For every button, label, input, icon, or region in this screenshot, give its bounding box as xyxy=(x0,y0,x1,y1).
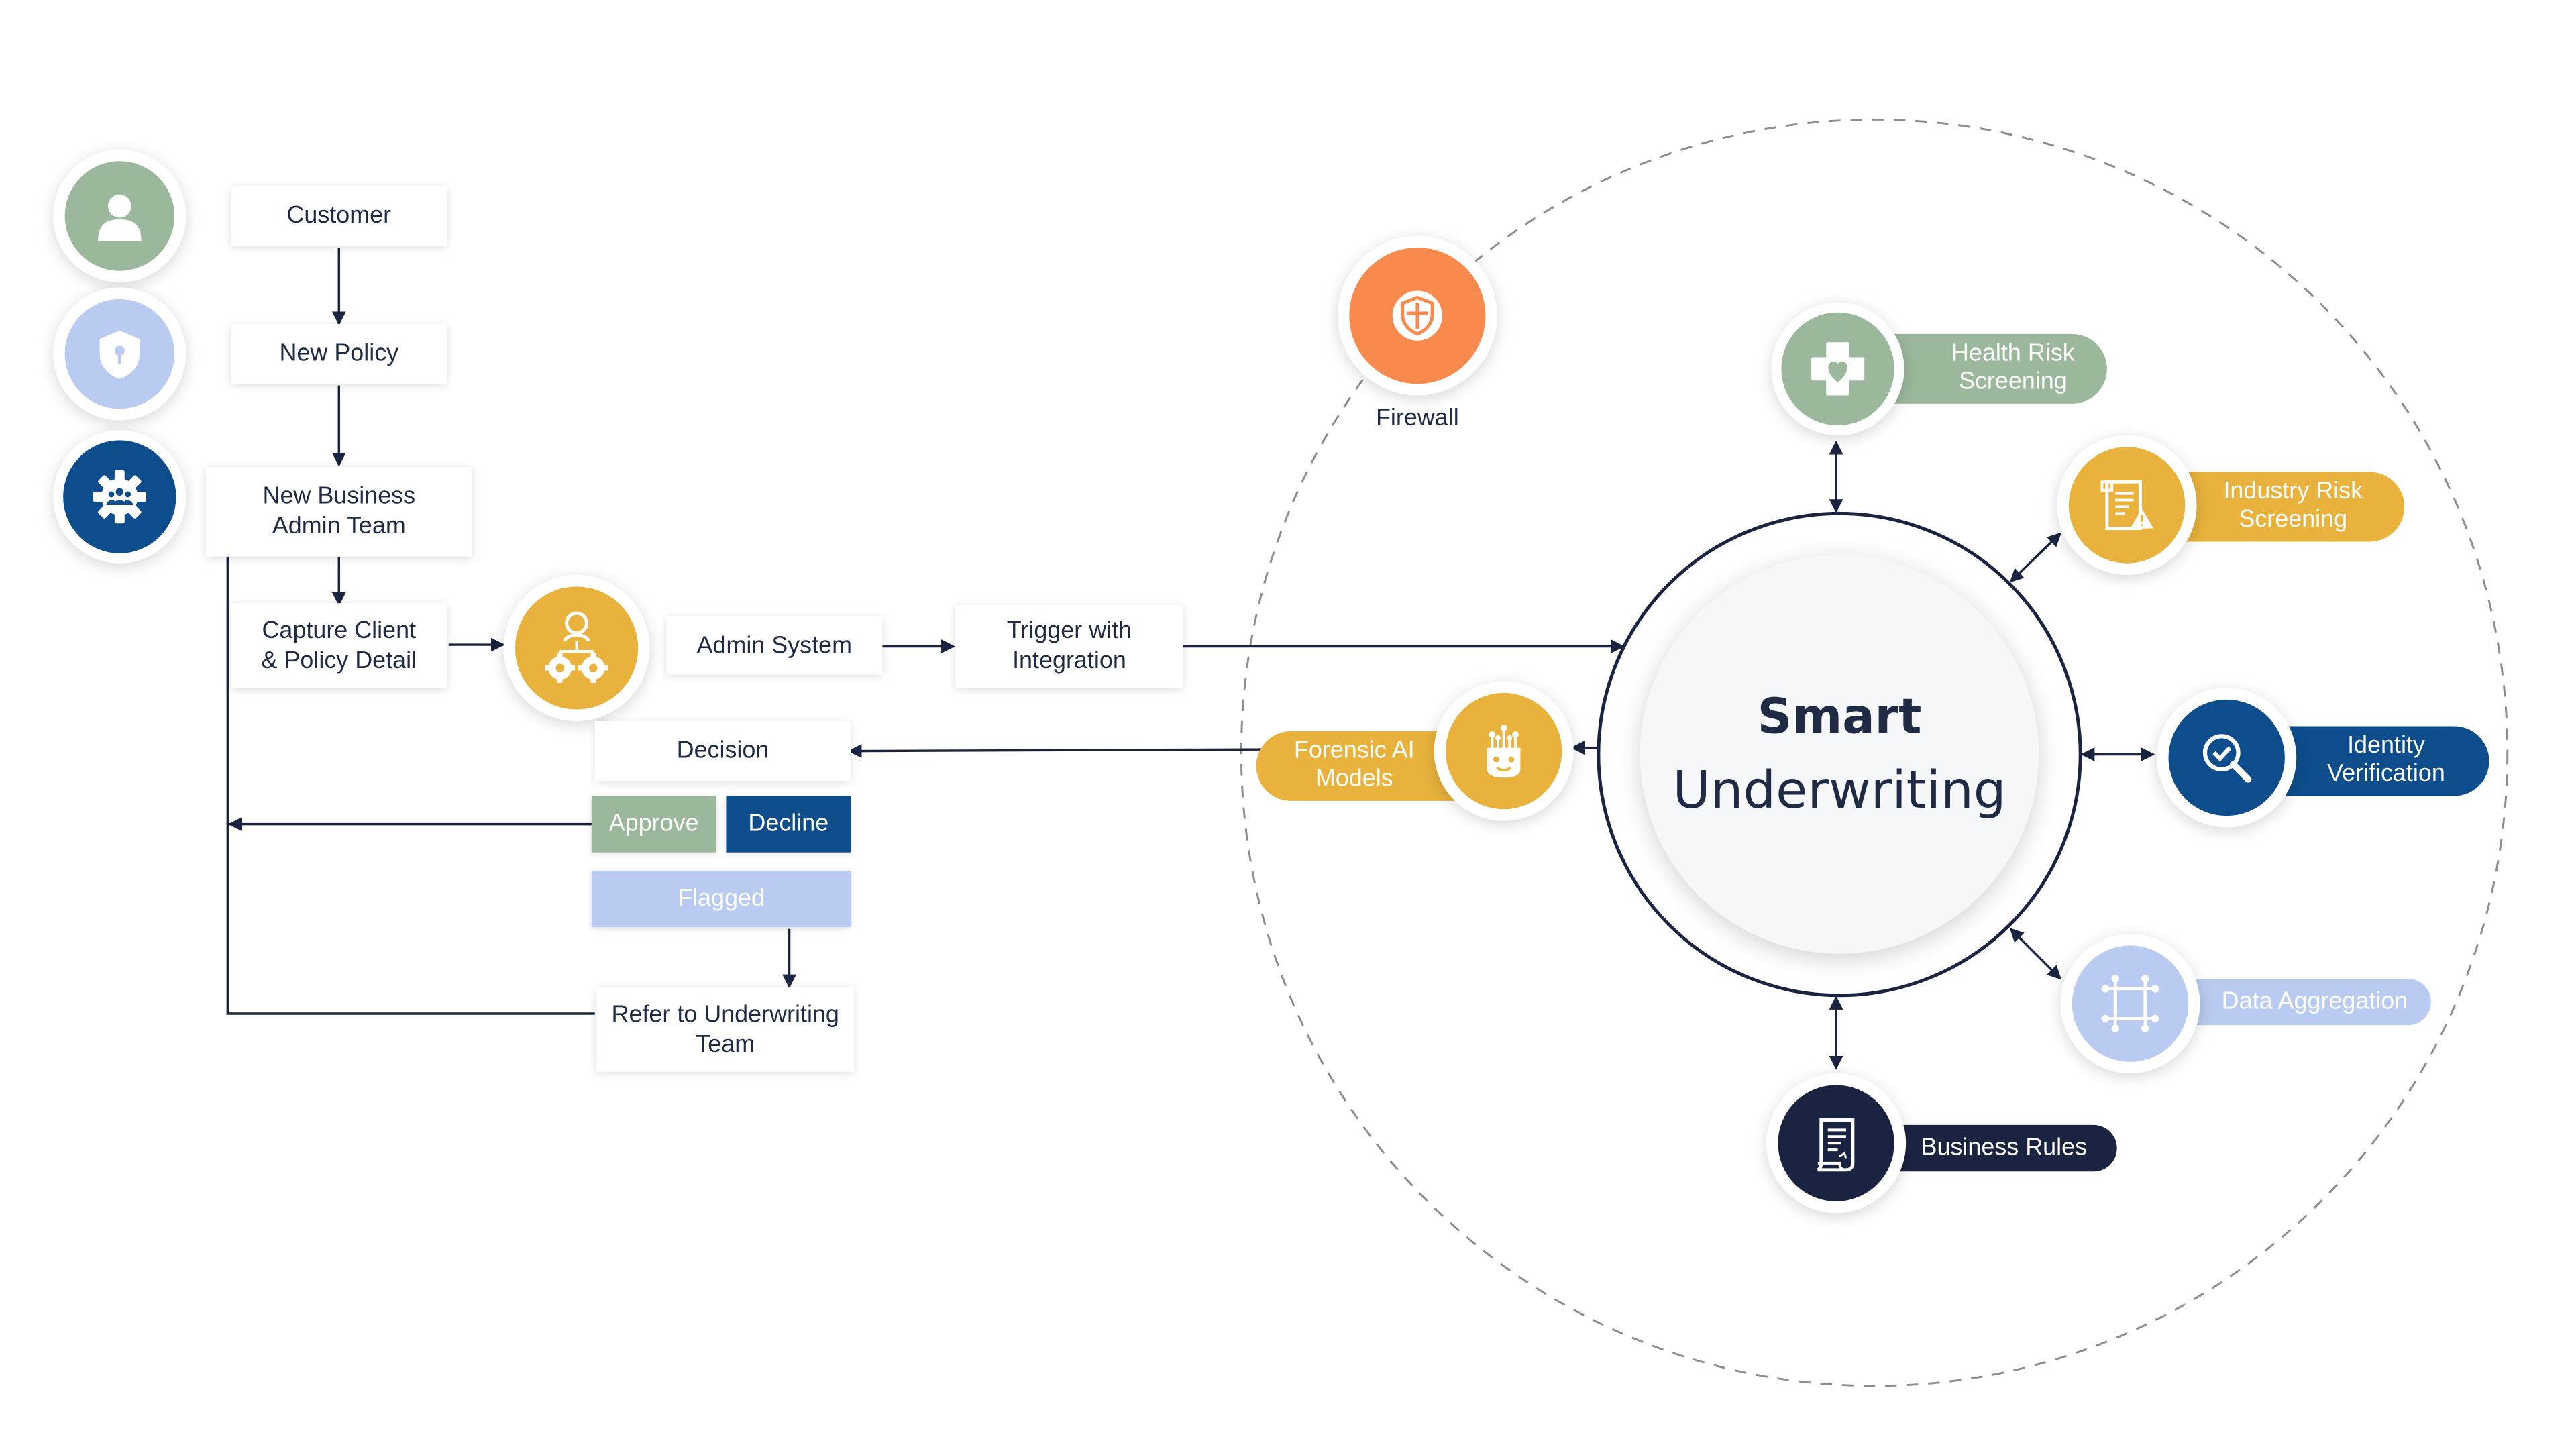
approve-label: Approve xyxy=(608,810,699,838)
customer-avatar xyxy=(53,149,186,283)
refer-label: Refer to Underwriting Team xyxy=(611,1001,839,1058)
outer-dashed-circle xyxy=(1240,118,2509,1387)
ai-head-icon xyxy=(1487,724,1521,778)
industry-risk-label: Industry Risk Screening xyxy=(2223,478,2363,534)
arrow-industry xyxy=(2009,532,2061,583)
data-aggregation-node xyxy=(2060,934,2200,1074)
forensic-ai-label: Forensic AI Models xyxy=(1293,737,1415,793)
business-rules-label: Business Rules xyxy=(1921,1134,2088,1161)
flagged-label: Flagged xyxy=(678,885,765,912)
capture-box: Capture Client & Policy Detail xyxy=(231,603,447,688)
business-rules-node xyxy=(1766,1073,1907,1214)
trigger-box: Trigger with Integration xyxy=(955,604,1183,688)
approve-button[interactable]: Approve xyxy=(591,796,716,853)
health-risk-node xyxy=(1771,302,1904,435)
health-risk-pill: Health Risk Screening xyxy=(1869,333,2107,404)
forensic-ai-pill: Forensic AI Models xyxy=(1256,731,1469,801)
identity-label: Identity Verification xyxy=(2327,733,2445,788)
magnifier-check-icon xyxy=(2202,734,2252,783)
refer-box: Refer to Underwriting Team xyxy=(596,987,855,1072)
decline-label: Decline xyxy=(748,810,829,838)
new-policy-box: New Policy xyxy=(231,324,447,384)
flagged-button[interactable]: Flagged xyxy=(591,870,851,928)
industry-risk-node xyxy=(2057,435,2197,576)
shield-keyhole-icon xyxy=(99,330,140,379)
admin-team-box: New Business Admin Team xyxy=(206,467,472,557)
team-gear-icon xyxy=(93,470,146,524)
arrow-data xyxy=(2009,928,2061,980)
identity-node xyxy=(2157,688,2297,828)
new-policy-label: New Policy xyxy=(279,340,399,368)
decline-button[interactable]: Decline xyxy=(726,796,851,853)
admin-system-label: Admin System xyxy=(696,632,853,659)
identity-pill: Identity Verification xyxy=(2256,726,2489,796)
trigger-label: Trigger with Integration xyxy=(1006,618,1132,675)
customer-label: Customer xyxy=(286,203,392,229)
data-aggregation-pill: Data Aggregation xyxy=(2165,978,2431,1026)
center-ring xyxy=(1597,511,2082,998)
admin-team-label: New Business Admin Team xyxy=(262,483,416,541)
document-warning-icon xyxy=(2100,480,2154,531)
decision-label: Decision xyxy=(676,737,769,765)
scroll-document-icon xyxy=(1817,1118,1855,1172)
admin-team-avatar xyxy=(53,430,186,564)
medical-cross-heart-icon xyxy=(1811,342,1865,396)
arrow-forensic-to-decision xyxy=(847,744,1263,758)
forensic-ai-node xyxy=(1434,681,1574,821)
business-rules-pill: Business Rules xyxy=(1868,1124,2117,1172)
chip-icon xyxy=(2101,975,2159,1032)
decision-box: Decision xyxy=(594,721,851,782)
user-gears-icon xyxy=(545,611,608,684)
center-title-line2: Underwriting xyxy=(1672,761,2006,821)
arrow-refer-loop xyxy=(220,519,595,1015)
capture-label: Capture Client & Policy Detail xyxy=(261,617,417,674)
data-aggregation-label: Data Aggregation xyxy=(2221,987,2408,1015)
firewall-node xyxy=(1337,235,1497,396)
industry-risk-pill: Industry Risk Screening xyxy=(2160,472,2405,542)
center-title-line1: Smart xyxy=(1757,688,1922,745)
health-risk-label: Health Risk Screening xyxy=(1951,340,2075,396)
admin-gears-node xyxy=(503,575,650,722)
person-icon xyxy=(98,194,142,241)
customer-box: Customer xyxy=(231,186,447,246)
shield-icon xyxy=(1392,290,1443,341)
admin-system-box: Admin System xyxy=(666,616,883,675)
policy-shield-avatar xyxy=(53,287,186,421)
smart-underwriting-hub: Smart Underwriting xyxy=(1640,555,2039,954)
firewall-label: Firewall xyxy=(1375,405,1459,433)
